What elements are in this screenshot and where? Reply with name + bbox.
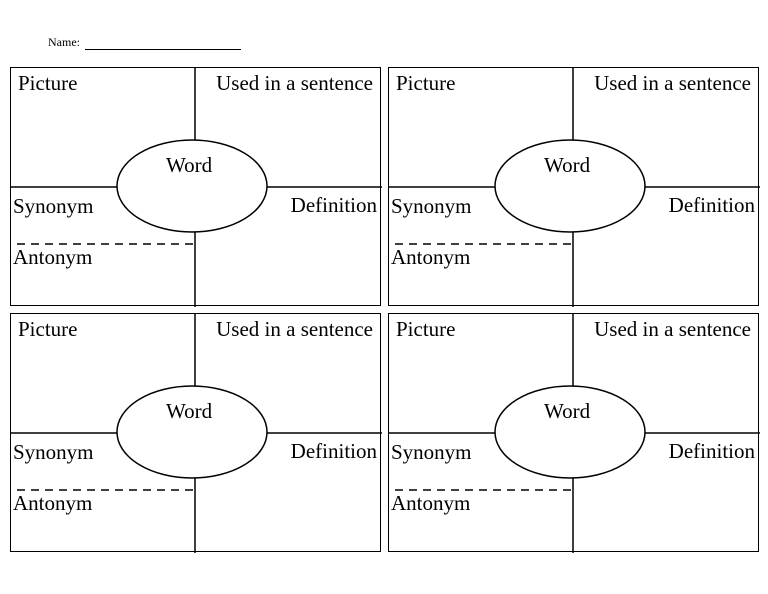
definition-label: Definition [290, 193, 377, 217]
vocabulary-card-4: Picture Used in a sentence Word Synonym … [388, 313, 760, 553]
used-in-sentence-label: Used in a sentence [216, 71, 373, 95]
synonym-label: Synonym [13, 440, 94, 464]
used-in-sentence-label: Used in a sentence [216, 317, 373, 341]
name-field-row: Name: [48, 35, 241, 50]
word-label: Word [544, 153, 591, 177]
word-ellipse [494, 139, 646, 233]
name-blank-line[interactable] [85, 37, 241, 50]
card-2-grid [389, 68, 760, 307]
word-ellipse [116, 385, 268, 479]
used-in-sentence-label: Used in a sentence [594, 71, 751, 95]
picture-label: Picture [18, 71, 78, 95]
antonym-label: Antonym [391, 491, 471, 515]
definition-label: Definition [668, 193, 755, 217]
card-4-grid [389, 314, 760, 553]
word-label: Word [166, 399, 213, 423]
used-in-sentence-label: Used in a sentence [594, 317, 751, 341]
word-label: Word [166, 153, 213, 177]
vocabulary-card-1: Picture Used in a sentence Word Synonym … [10, 67, 382, 307]
antonym-label: Antonym [13, 491, 93, 515]
definition-label: Definition [668, 439, 755, 463]
card-1-grid [11, 68, 382, 307]
vocabulary-card-2: Picture Used in a sentence Word Synonym … [388, 67, 760, 307]
vocabulary-card-3: Picture Used in a sentence Word Synonym … [10, 313, 382, 553]
name-label: Name: [48, 35, 80, 49]
antonym-label: Antonym [391, 245, 471, 269]
card-3-grid [11, 314, 382, 553]
word-ellipse [494, 385, 646, 479]
synonym-label: Synonym [391, 194, 472, 218]
synonym-label: Synonym [391, 440, 472, 464]
antonym-label: Antonym [13, 245, 93, 269]
synonym-label: Synonym [13, 194, 94, 218]
picture-label: Picture [396, 317, 456, 341]
definition-label: Definition [290, 439, 377, 463]
picture-label: Picture [396, 71, 456, 95]
word-label: Word [544, 399, 591, 423]
picture-label: Picture [18, 317, 78, 341]
word-ellipse [116, 139, 268, 233]
